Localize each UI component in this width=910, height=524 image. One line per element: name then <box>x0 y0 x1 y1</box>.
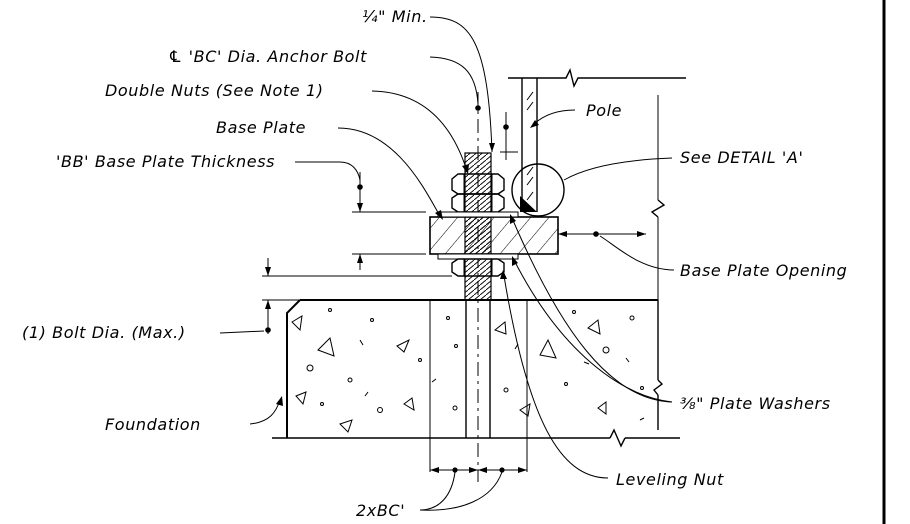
leader-lines <box>219 16 675 511</box>
two-bc-dimension <box>430 467 527 473</box>
leveling-nut <box>451 258 505 277</box>
label-quarter-min: ¼" Min. <box>362 7 428 26</box>
label-double-nuts: Double Nuts (See Note 1) <box>105 81 324 100</box>
label-two-bc: 2xBC' <box>356 501 405 520</box>
anchor-bolt <box>464 92 492 482</box>
label-leveling-nut: Leveling Nut <box>616 470 724 489</box>
bolt-dia-dimension <box>262 258 452 334</box>
label-foundation: Foundation <box>105 415 201 434</box>
base-plate <box>429 211 559 260</box>
foundation <box>272 299 680 472</box>
base-plate-opening-dimension <box>558 231 646 237</box>
pole <box>508 67 686 300</box>
label-bb-thickness: 'BB' Base Plate Thickness <box>56 152 275 171</box>
quarter-min-dimension <box>500 112 518 160</box>
bb-thickness-dimension <box>352 172 426 270</box>
label-anchor-bolt: ℄ 'BC' Dia. Anchor Bolt <box>168 47 367 66</box>
label-base-plate-opening: Base Plate Opening <box>680 261 847 280</box>
label-see-detail-a: See DETAIL 'A' <box>680 148 803 167</box>
label-plate-washers: ⅜" Plate Washers <box>680 394 831 413</box>
label-bolt-dia-max: (1) Bolt Dia. (Max.) <box>22 323 186 342</box>
label-base-plate: Base Plate <box>216 118 306 137</box>
label-pole: Pole <box>586 101 622 120</box>
concrete-aggregate <box>291 308 645 433</box>
